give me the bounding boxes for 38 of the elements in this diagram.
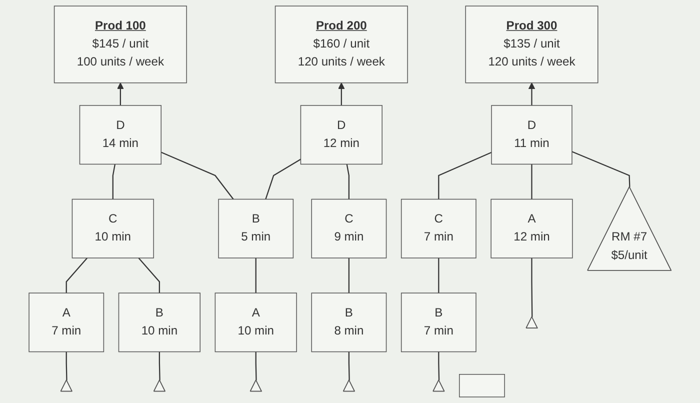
- connector: [572, 151, 630, 188]
- node-box: C 9 min: [311, 198, 387, 258]
- node-box: Prod 100 $145 / unit 100 units / week: [54, 6, 187, 84]
- connector: [112, 164, 116, 200]
- node-box: Prod 300 $135 / unit 120 units / week: [465, 6, 598, 84]
- connector: [66, 352, 68, 380]
- node-box: A 12 min: [490, 198, 573, 258]
- node-box: D 14 min: [79, 105, 162, 165]
- arrow: [338, 82, 345, 106]
- connector: [348, 352, 350, 380]
- connector: [438, 152, 492, 200]
- connector: [438, 352, 440, 380]
- node-box: B 10 min: [118, 292, 200, 352]
- connector: [255, 352, 257, 380]
- node-box: B 5 min: [218, 198, 294, 258]
- arrow: [117, 82, 124, 106]
- connector: [66, 258, 88, 294]
- node-box: D 12 min: [300, 105, 382, 165]
- node-box: C 10 min: [72, 198, 154, 258]
- node-box: Prod 200 $160 / unit 120 units / week: [274, 6, 408, 84]
- arrow: [528, 82, 535, 106]
- connector: [255, 258, 256, 294]
- node-box: A 7 min: [28, 292, 104, 352]
- connector: [531, 164, 532, 200]
- node-box: B 7 min: [400, 292, 476, 352]
- node-box: C 7 min: [400, 198, 476, 258]
- node-box: A 10 min: [214, 292, 297, 352]
- connector: [531, 258, 533, 318]
- connector: [138, 258, 160, 294]
- node-box: D 11 min: [491, 105, 572, 165]
- node-box: [458, 374, 505, 398]
- connector: [438, 258, 440, 294]
- node-box: B 8 min: [311, 292, 387, 352]
- connector: [346, 164, 350, 200]
- connector: [348, 258, 350, 294]
- connector: [160, 152, 234, 200]
- connector: [265, 158, 301, 200]
- connector: [158, 352, 160, 380]
